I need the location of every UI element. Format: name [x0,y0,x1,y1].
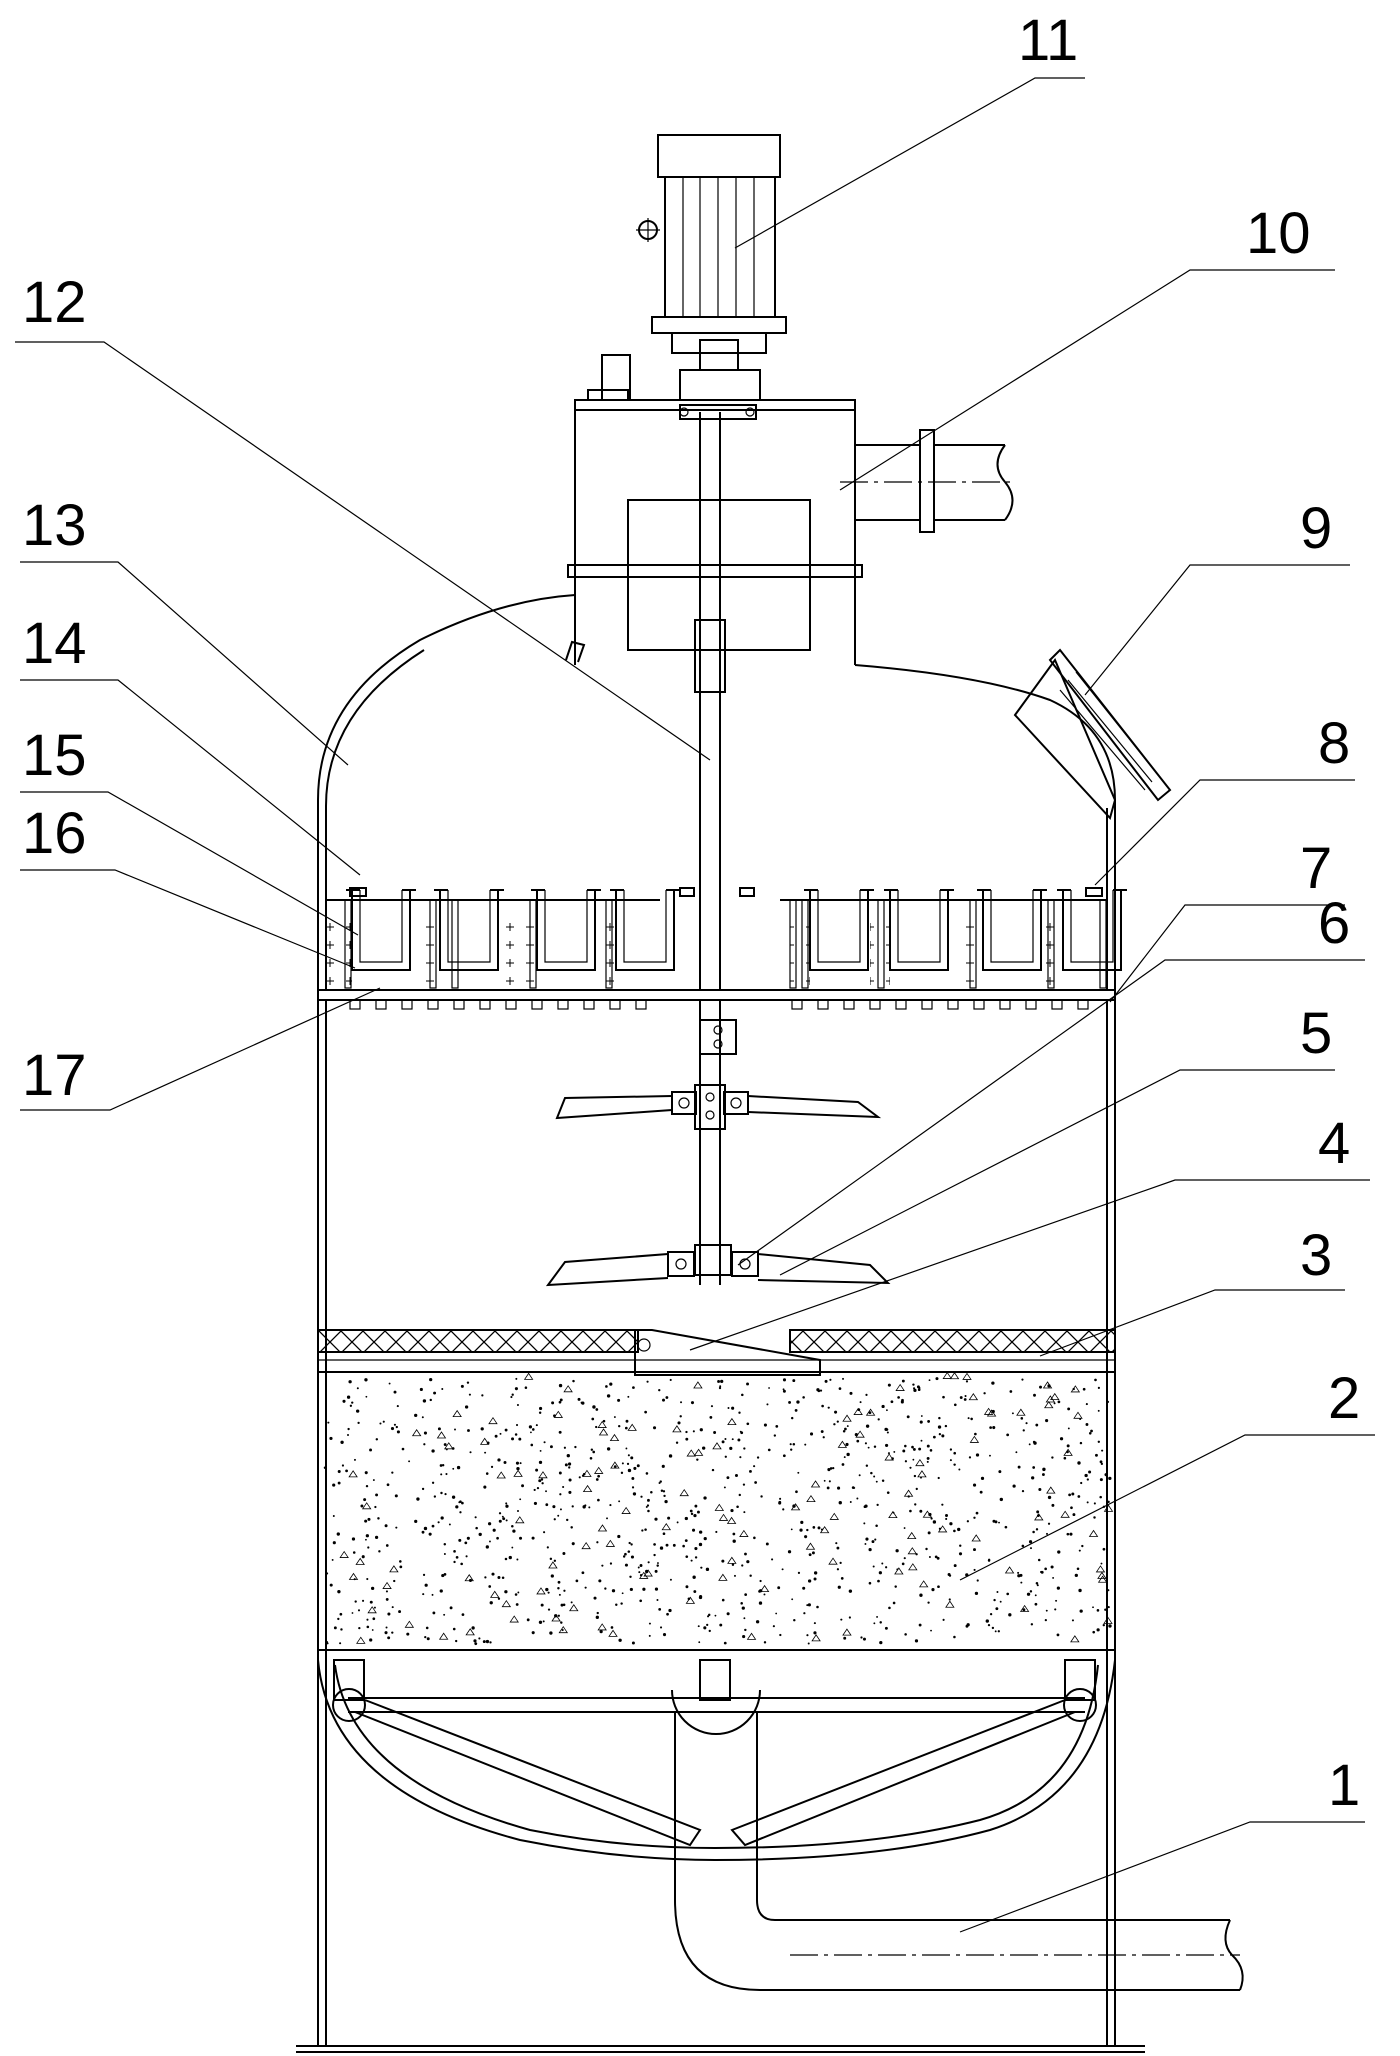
plate-hole [817,999,829,1010]
label-10: 10 [1246,201,1311,266]
plate-hole [895,999,907,1010]
granular-bed [317,1371,1116,1651]
leader-lines [15,77,1375,1933]
label-11: 11 [1018,8,1078,73]
label-4: 4 [1318,1111,1350,1176]
filler-block [870,920,890,988]
outlet-pipe-top [840,429,1014,533]
inlet-pipe-bottom [674,1899,1244,1991]
label-9: 9 [1300,496,1332,561]
lower-impeller [545,1244,891,1287]
label-6: 6 [1318,891,1350,956]
plate-hole [999,999,1011,1010]
plate-hole [1051,999,1063,1010]
part-number-labels: 1 2 3 4 5 6 7 8 9 10 11 12 13 14 15 16 1… [22,8,1360,1818]
angled-nozzle [1013,648,1172,820]
trough [434,889,504,971]
trough [884,889,954,971]
label-17: 17 [22,1043,87,1108]
plate-hole [375,999,387,1010]
label-13: 13 [22,493,87,558]
plate-hole [791,999,803,1010]
label-5: 5 [1300,1001,1332,1066]
label-7: 7 [1300,836,1332,901]
plate-hole [1077,999,1089,1010]
filler-block [322,920,352,988]
plate-hole [947,999,959,1010]
plate-hole [609,999,621,1010]
trough [346,889,416,971]
label-14: 14 [22,611,87,676]
label-8: 8 [1318,711,1350,776]
trough [610,889,680,971]
label-1: 1 [1328,1753,1360,1818]
plate-hole [401,999,413,1010]
plate-hole [973,999,985,1010]
trough [804,889,874,971]
weir-wall [1099,899,1107,989]
plate-hole [921,999,933,1010]
trough [977,889,1047,971]
trough [1057,889,1127,971]
upper-impeller [555,1019,882,1130]
label-15: 15 [22,723,87,788]
plate-hole [349,999,361,1010]
plate-hole [453,999,465,1010]
label-3: 3 [1300,1223,1332,1288]
plate-hole [479,999,491,1010]
label-12: 12 [22,270,87,335]
screen-plate [317,1329,1116,1376]
plate-hole [557,999,569,1010]
weir-wall [451,899,459,989]
plate-hole [1025,999,1037,1010]
plate-hole [427,999,439,1010]
filler-block [505,920,537,988]
plate-hole [583,999,595,1010]
plate-hole [843,999,855,1010]
filler-block [594,920,616,988]
filler-block [960,920,983,988]
overflow-troughs [317,887,1127,1010]
plate-hole [635,999,647,1010]
plate-hole [531,999,543,1010]
label-16: 16 [22,801,87,866]
label-2: 2 [1328,1366,1360,1431]
filler-block [1041,920,1063,988]
bottom-distributor [317,1659,1116,1900]
filler-block [790,920,810,988]
plate-hole [505,999,517,1010]
motor [636,134,787,420]
trough [531,889,601,971]
vessel-shell [296,594,1145,2053]
agitator-shaft [694,412,726,1285]
upper-housing [567,354,863,665]
plate-hole [869,999,881,1010]
